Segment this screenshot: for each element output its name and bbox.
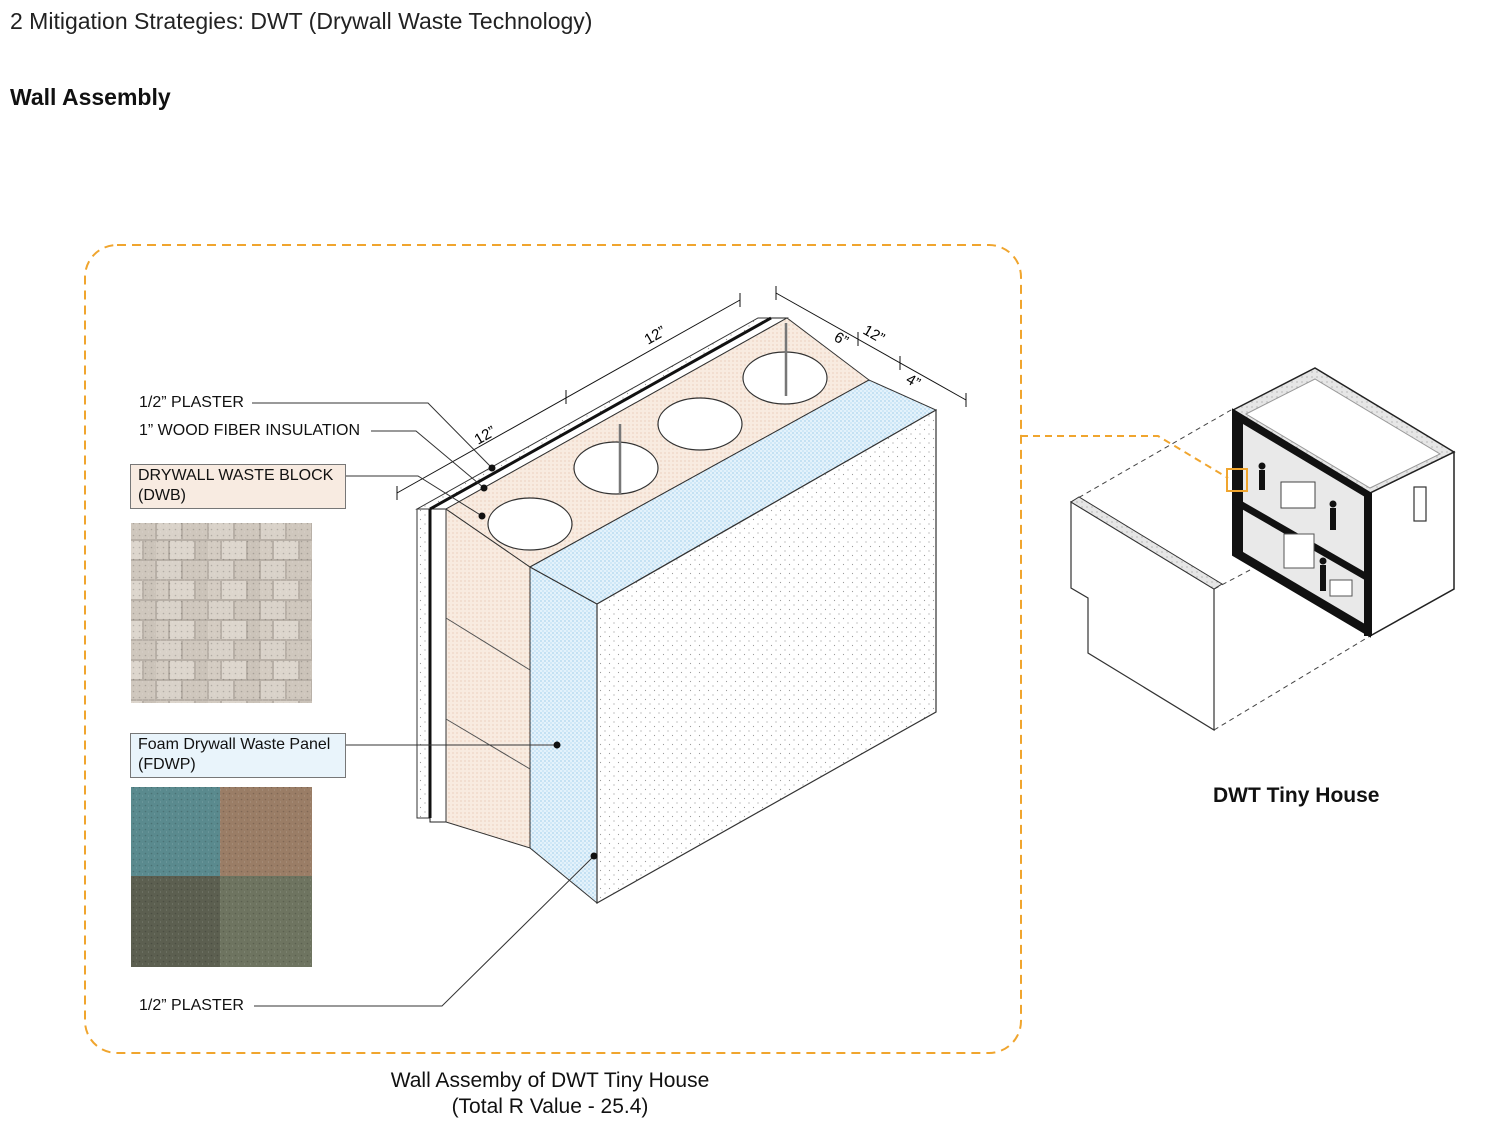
page-title: 2 Mitigation Strategies: DWT (Drywall Wa… xyxy=(10,8,593,34)
label-fdwp: Foam Drywall Waste Panel (FDWP) xyxy=(130,733,346,778)
detail-frame xyxy=(84,244,1022,1054)
block-cores xyxy=(487,351,828,551)
core-rods xyxy=(618,323,788,494)
label-dwb-title: DRYWALL WASTE BLOCK xyxy=(138,467,334,484)
dwb-side-face xyxy=(445,508,531,849)
label-plaster-bottom: 1/2” PLASTER xyxy=(139,997,244,1014)
dimension-lines xyxy=(396,286,967,500)
fdwp-texture-photo xyxy=(131,787,312,967)
detail-connector xyxy=(1021,435,1229,479)
plaster-side-strip xyxy=(416,508,431,819)
dim-depth-12: 12” xyxy=(860,322,887,348)
label-fdwp-title: Foam Drywall Waste Panel xyxy=(138,736,331,753)
label-dwb: DRYWALL WASTE BLOCK (DWB) xyxy=(130,464,346,509)
section-title: Wall Assembly xyxy=(10,84,171,110)
dim-depth-6: 6” xyxy=(831,329,851,350)
wall-caption-r-value: (Total R Value - 25.4) xyxy=(451,1095,649,1118)
dim-length-12: 12” xyxy=(642,323,669,349)
label-wood-fiber-insulation: 1” WOOD FIBER INSULATION xyxy=(139,422,361,439)
label-fdwp-abbrev: (FDWP) xyxy=(138,756,196,773)
leader-dots xyxy=(478,464,598,860)
block-front-face xyxy=(596,408,937,905)
tiny-house-illustration xyxy=(1070,367,1456,732)
leader-lines xyxy=(252,402,595,1007)
wall-caption: Wall Assemby of DWT Tiny House (Total R … xyxy=(350,1068,750,1120)
insulation-side-strip xyxy=(429,508,447,823)
house-caption: DWT Tiny House xyxy=(1213,784,1380,807)
dim-height-12: 12” xyxy=(472,423,499,449)
label-dwb-abbrev: (DWB) xyxy=(138,487,186,504)
label-plaster-top: 1/2” PLASTER xyxy=(139,394,244,411)
fdwp-side-face xyxy=(529,566,598,905)
wall-caption-title: Wall Assemby of DWT Tiny House xyxy=(390,1069,710,1092)
